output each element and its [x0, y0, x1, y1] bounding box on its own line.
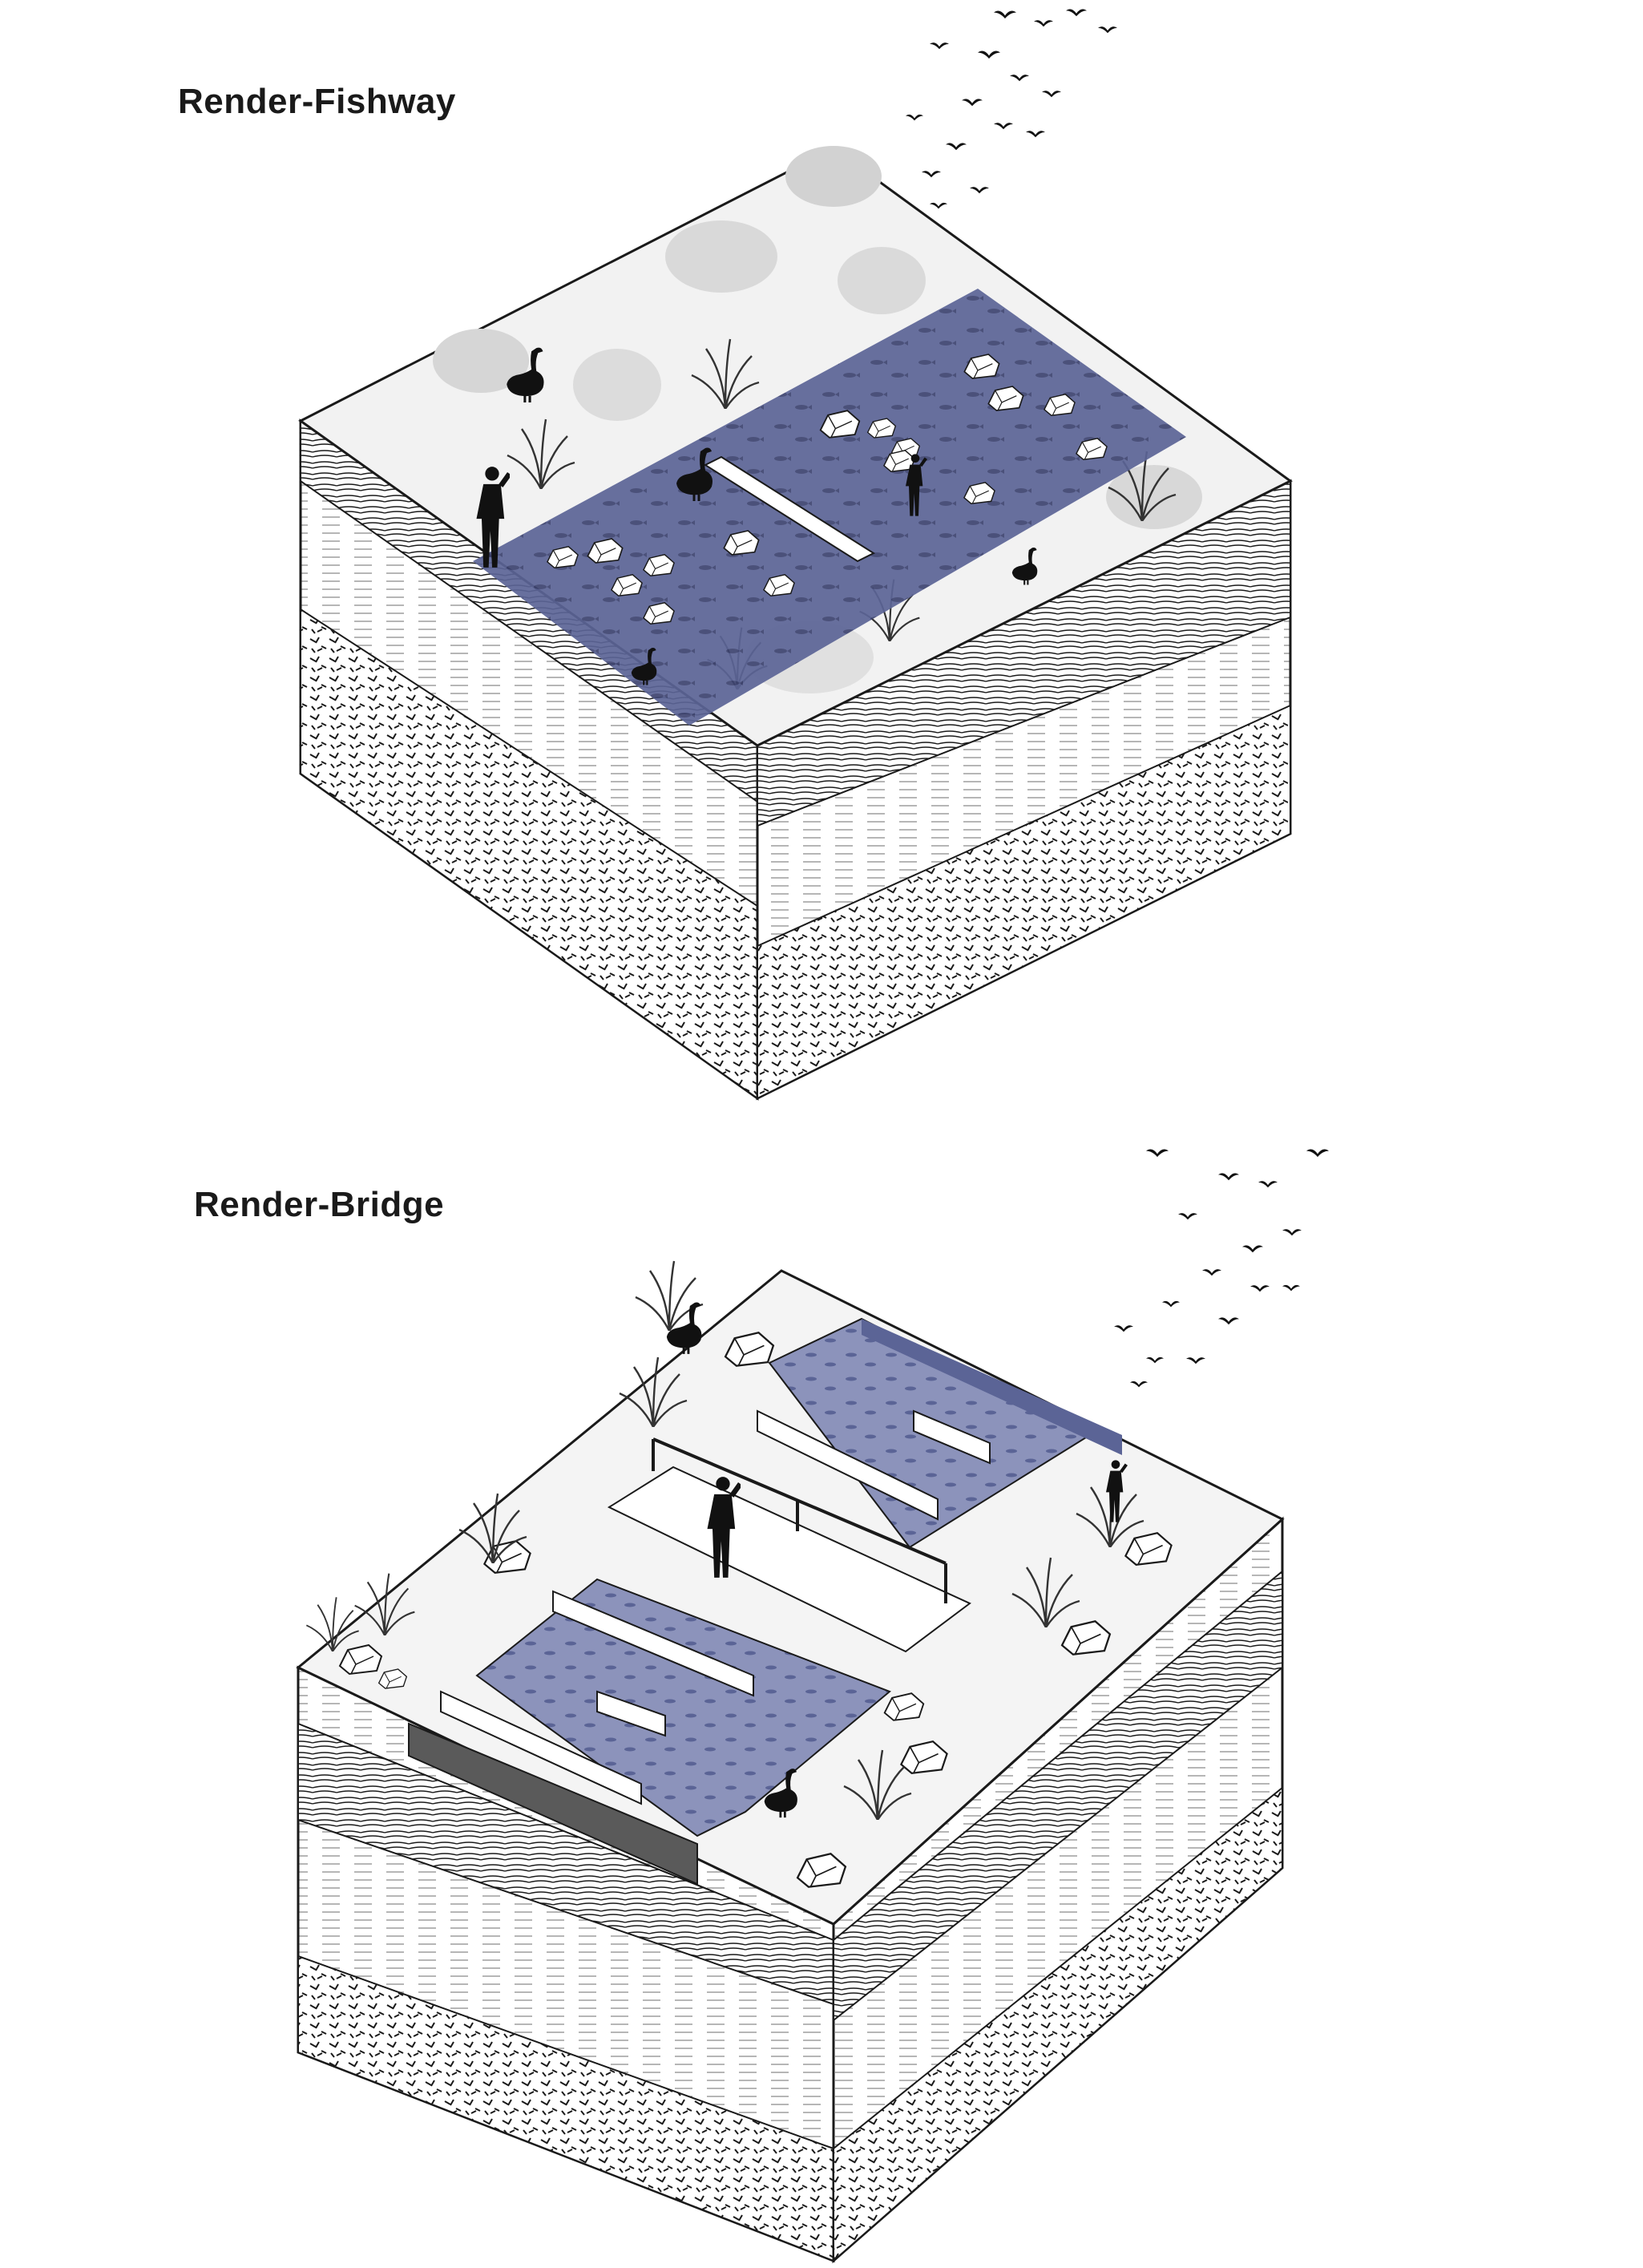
- fishway-weir: [703, 455, 876, 563]
- bridge-upper-channel: [862, 1319, 1122, 1455]
- bird-flock-icon: [906, 9, 1117, 209]
- bridge-baffles: [440, 1409, 991, 1805]
- bridge-right-soil-layer: [833, 1785, 1283, 2263]
- fishway-block: [298, 9, 1293, 1101]
- bridge-right-wood-layer: [833, 1569, 1283, 2023]
- bridge-railing: [652, 1437, 947, 1603]
- bridge-deck: [607, 1466, 971, 1653]
- bridge-title: Render-Bridge: [194, 1185, 445, 1224]
- fishway-vegetation: [433, 146, 1202, 693]
- bridge-block: [296, 1149, 1329, 2264]
- fishway-title: Render-Fishway: [178, 82, 456, 121]
- bridge-lower-basin: [475, 1578, 891, 1837]
- fishway-right-soil-layer: [757, 704, 1291, 1100]
- bridge-front-wall: [408, 1722, 698, 1886]
- bird-flock-icon: [1114, 1149, 1329, 1388]
